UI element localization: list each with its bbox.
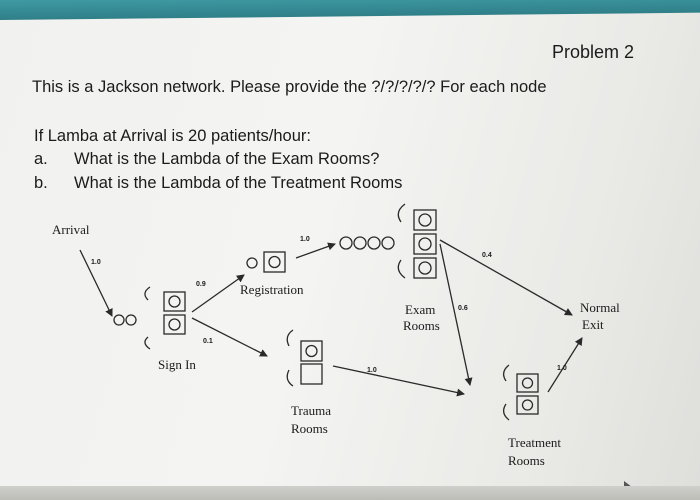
prob-treatment-to-exit: 1.0 <box>557 365 567 372</box>
exam-servers <box>413 209 437 279</box>
question-a-marker: a. <box>34 150 48 168</box>
exam-queue <box>339 236 395 250</box>
arrival-label: Arrival <box>52 222 90 237</box>
normal-exit-label-line2: Exit <box>582 317 604 332</box>
sign-in-servers <box>163 291 186 335</box>
exam-rooms-label-line1: Exam <box>405 302 436 317</box>
prob-exam-to-exit: 0.4 <box>482 252 492 259</box>
registration-label: Registration <box>240 282 304 297</box>
given-text: If Lamba at Arrival is 20 patients/hour: <box>34 127 311 145</box>
prob-registration-to-exam: 1.0 <box>300 236 310 243</box>
registration-queue-circle <box>246 257 258 269</box>
arrow-trauma-to-treatment <box>332 365 465 397</box>
arrow-exam-to-exit <box>439 239 573 316</box>
registration-server <box>263 251 286 273</box>
question-a-text: What is the Lambda of the Exam Rooms? <box>74 150 380 168</box>
question-b-marker: b. <box>34 174 48 192</box>
prob-trauma-to-treatment: 1.0 <box>367 367 377 374</box>
problem-title: Problem 2 <box>552 42 635 62</box>
intro-text: This is a Jackson network. Please provid… <box>32 78 547 96</box>
treatment-bracket <box>502 364 510 421</box>
treatment-rooms-label-line1: Treatment <box>508 435 561 450</box>
sign-in-bracket <box>144 286 151 350</box>
arrow-sign-in-to-registration <box>191 274 245 313</box>
arrow-registration-to-exam <box>295 242 336 259</box>
exam-rooms-label-line2: Rooms <box>403 318 440 333</box>
prob-sign-in-to-trauma: 0.1 <box>203 338 213 345</box>
arrow-arrival-to-sign-in <box>79 249 113 317</box>
sign-in-queue-circle <box>113 314 125 326</box>
prob-arrival-to-sign-in: 1.0 <box>91 259 101 266</box>
trauma-rooms-label-line2: Rooms <box>291 421 328 436</box>
normal-exit-label-line1: Normal <box>580 300 620 315</box>
treatment-rooms-label-line2: Rooms <box>508 453 545 468</box>
arrow-sign-in-to-trauma <box>191 317 268 357</box>
bottom-edge-shade <box>0 486 700 500</box>
sign-in-queue-circle <box>125 314 137 326</box>
prob-exam-to-treatment: 0.6 <box>458 305 468 312</box>
trauma-servers <box>300 340 323 385</box>
question-b-text: What is the Lambda of the Treatment Room… <box>74 174 403 192</box>
exam-bracket <box>397 203 406 279</box>
treatment-servers <box>516 373 539 415</box>
trauma-rooms-label-line1: Trauma <box>291 403 331 418</box>
arrow-treatment-to-exit <box>547 337 583 393</box>
trauma-bracket <box>286 329 294 387</box>
arrow-exam-to-treatment <box>439 243 473 386</box>
sign-in-label: Sign In <box>158 357 196 372</box>
prob-sign-in-to-registration: 0.9 <box>196 281 206 288</box>
